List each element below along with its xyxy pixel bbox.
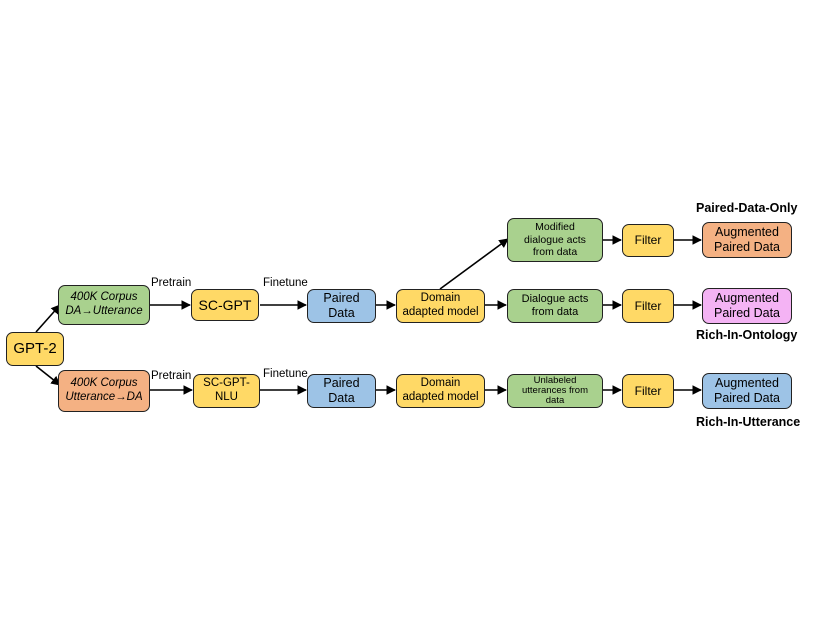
augmented-paired-data-node-2: Augmented Paired Data xyxy=(702,288,792,324)
augmented-paired-data-node-1: Augmented Paired Data xyxy=(702,222,792,258)
filter-node-3: Filter xyxy=(622,374,674,408)
corpus-utterance-to-da-node: 400K Corpus Utterance→DA xyxy=(58,370,150,412)
unlabeled-utterances-node: Unlabeled utterances from data xyxy=(507,374,603,408)
finetune-label-top: Finetune xyxy=(263,277,308,289)
arrow-domain-to-modified-acts xyxy=(439,238,509,290)
filter-node-2: Filter xyxy=(622,289,674,323)
scgpt-node: SC-GPT xyxy=(191,289,259,321)
modified-dialogue-acts-node: Modified dialogue acts from data xyxy=(507,218,603,262)
rich-in-ontology-heading: Rich-In-Ontology xyxy=(696,328,798,342)
filter-node-1: Filter xyxy=(622,224,674,257)
paired-data-node-bottom: Paired Data xyxy=(307,374,376,408)
scgpt-nlu-node: SC-GPT- NLU xyxy=(193,374,260,408)
domain-adapted-model-node-top: Domain adapted model xyxy=(396,289,485,323)
rich-in-utterance-heading: Rich-In-Utterance xyxy=(696,415,801,429)
arrow-gpt2-to-corpus-top xyxy=(35,304,61,333)
corpus-da-to-utterance-node: 400K Corpus DA→Utterance xyxy=(58,285,150,325)
dialogue-acts-node: Dialogue acts from data xyxy=(507,289,603,323)
pretrain-label-top: Pretrain xyxy=(151,277,192,289)
domain-adapted-model-node-bottom: Domain adapted model xyxy=(396,374,485,408)
gpt2-node: GPT-2 xyxy=(6,332,64,366)
augmented-paired-data-node-3: Augmented Paired Data xyxy=(702,373,792,409)
finetune-label-bottom: Finetune xyxy=(263,368,308,380)
paired-data-node-top: Paired Data xyxy=(307,289,376,323)
paired-data-only-heading: Paired-Data-Only xyxy=(696,201,798,215)
arrow-gpt2-to-corpus-bottom xyxy=(35,365,61,386)
pretrain-label-bottom: Pretrain xyxy=(151,370,192,382)
